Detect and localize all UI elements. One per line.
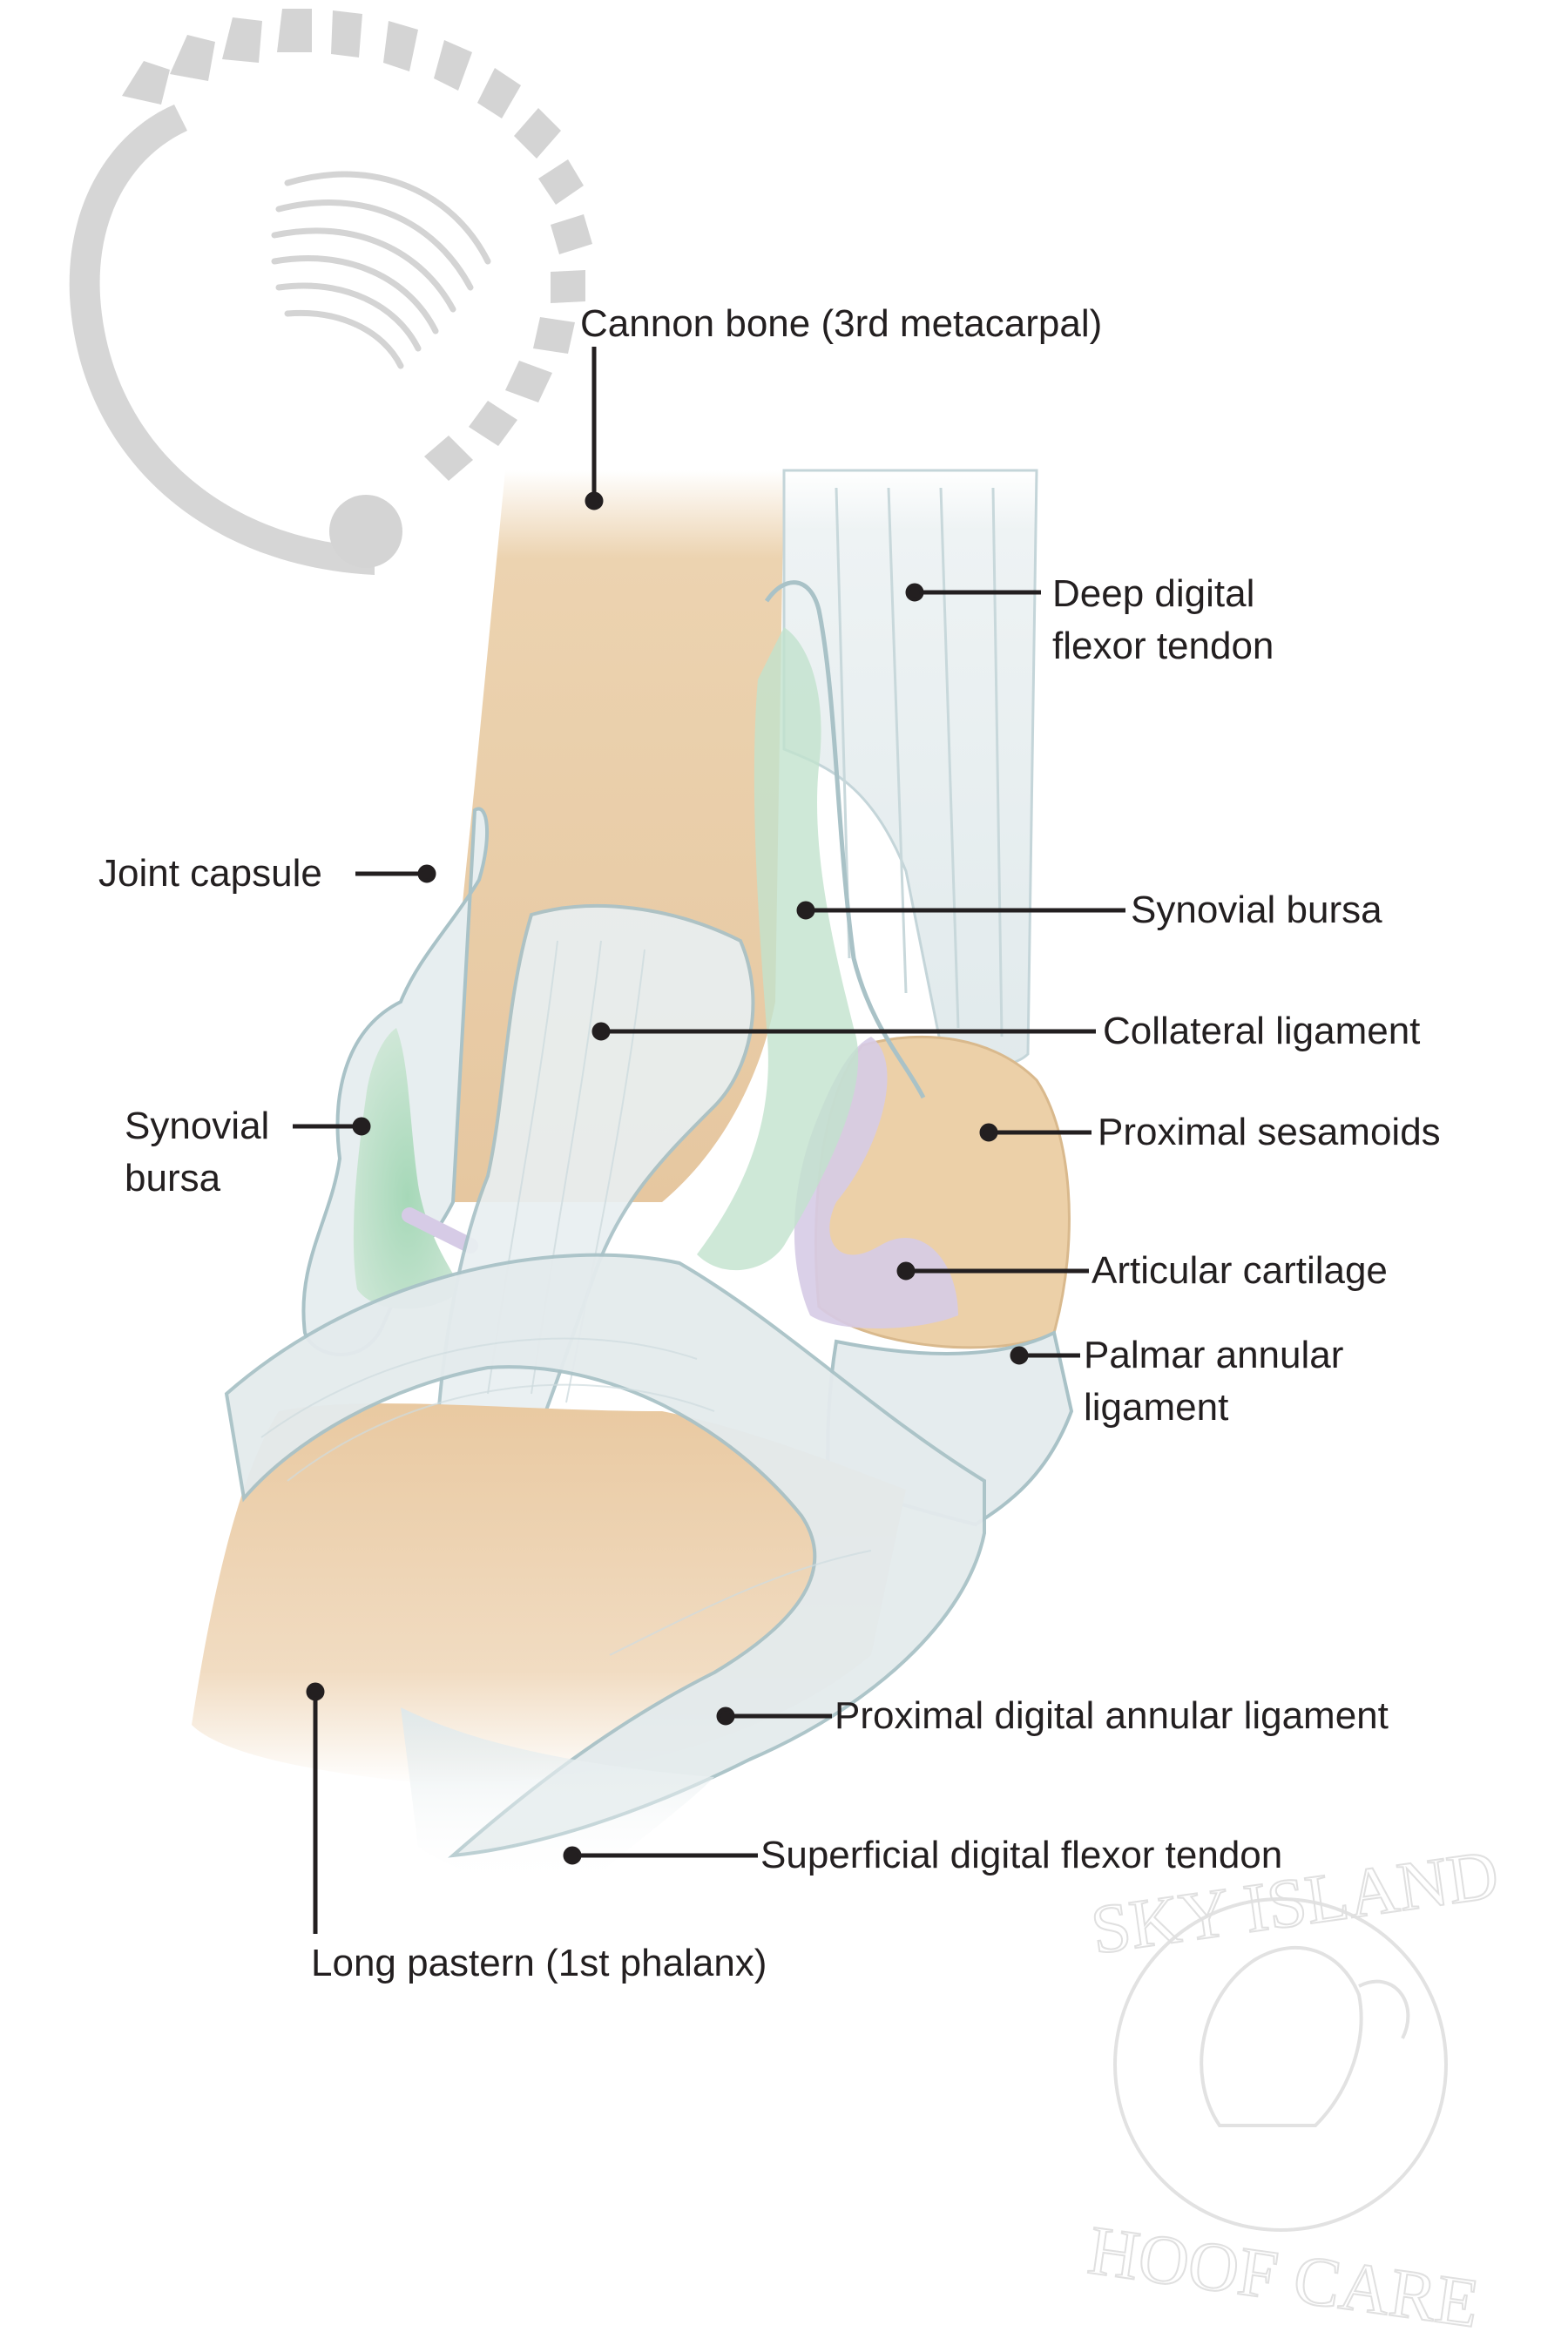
synovial-bursa-right-shape [697,627,859,1271]
synovial-bursa-left-shape [353,1028,462,1309]
label-deep-digital-flexor-tendon: Deep digital flexor tendon [1052,568,1274,672]
joint-capsule-right-shape [764,580,926,1099]
label-synovial-bursa-left: Synovial bursa [125,1100,269,1205]
label-cannon-bone: Cannon bone (3rd metacarpal) [580,302,1103,345]
label-deep-digital-flexor-tendon-line2: flexor tendon [1052,625,1274,667]
sky-island-watermark [1113,1897,1448,2232]
label-proximal-sesamoids: Proximal sesamoids [1098,1111,1441,1153]
label-proximal-digital-annular-ligament: Proximal digital annular ligament [835,1694,1389,1737]
label-synovial-bursa-left-line1: Synovial [125,1105,270,1147]
label-long-pastern: Long pastern (1st phalanx) [311,1942,767,1984]
label-palmar-annular-ligament-line2: ligament [1084,1386,1229,1429]
leader-lines [293,347,1125,1934]
label-palmar-annular-ligament: Palmar annular ligament [1084,1329,1343,1434]
label-deep-digital-flexor-tendon-line1: Deep digital [1052,572,1255,615]
superficial-digital-flexor-tendon-shape [401,1707,714,1889]
label-collateral-ligament: Collateral ligament [1103,1010,1421,1052]
label-synovial-bursa-left-line2: bursa [125,1157,221,1200]
spine-logo [69,9,592,575]
label-articular-cartilage: Articular cartilage [1092,1249,1388,1292]
label-palmar-annular-ligament-line1: Palmar annular [1084,1334,1344,1376]
label-joint-capsule: Joint capsule [98,852,322,895]
label-superficial-digital-flexor-tendon: Superficial digital flexor tendon [760,1834,1283,1876]
label-synovial-bursa-right: Synovial bursa [1131,889,1382,931]
